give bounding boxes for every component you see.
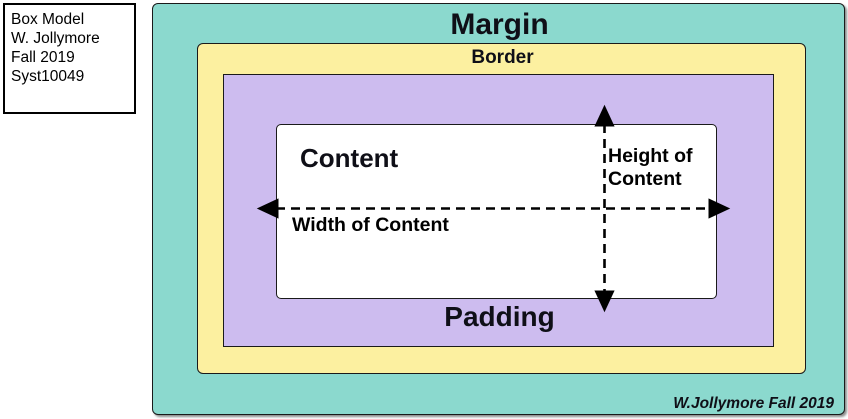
info-line-author: W. Jollymore <box>11 30 100 47</box>
height-of-content-label: Height of Content <box>608 145 692 191</box>
padding-label: Padding <box>444 301 555 332</box>
credit-text: W.Jollymore Fall 2019 <box>673 395 834 412</box>
content-label: Content <box>300 143 399 173</box>
info-line-course: Syst10049 <box>11 68 85 85</box>
margin-label: Margin <box>450 8 549 41</box>
info-box: Box Model W. Jollymore Fall 2019 Syst100… <box>3 3 136 114</box>
height-label-line2: Content <box>608 168 682 190</box>
width-of-content-label: Width of Content <box>292 214 449 236</box>
border-layer: Border Padding Content <box>197 43 806 374</box>
height-label-line1: Height of <box>608 145 693 167</box>
info-line-title: Box Model <box>11 11 85 28</box>
padding-layer: Padding Content <box>223 74 774 347</box>
border-label: Border <box>471 47 534 68</box>
margin-layer: Margin Border Padding Content <box>152 3 845 415</box>
info-line-term: Fall 2019 <box>11 49 75 66</box>
